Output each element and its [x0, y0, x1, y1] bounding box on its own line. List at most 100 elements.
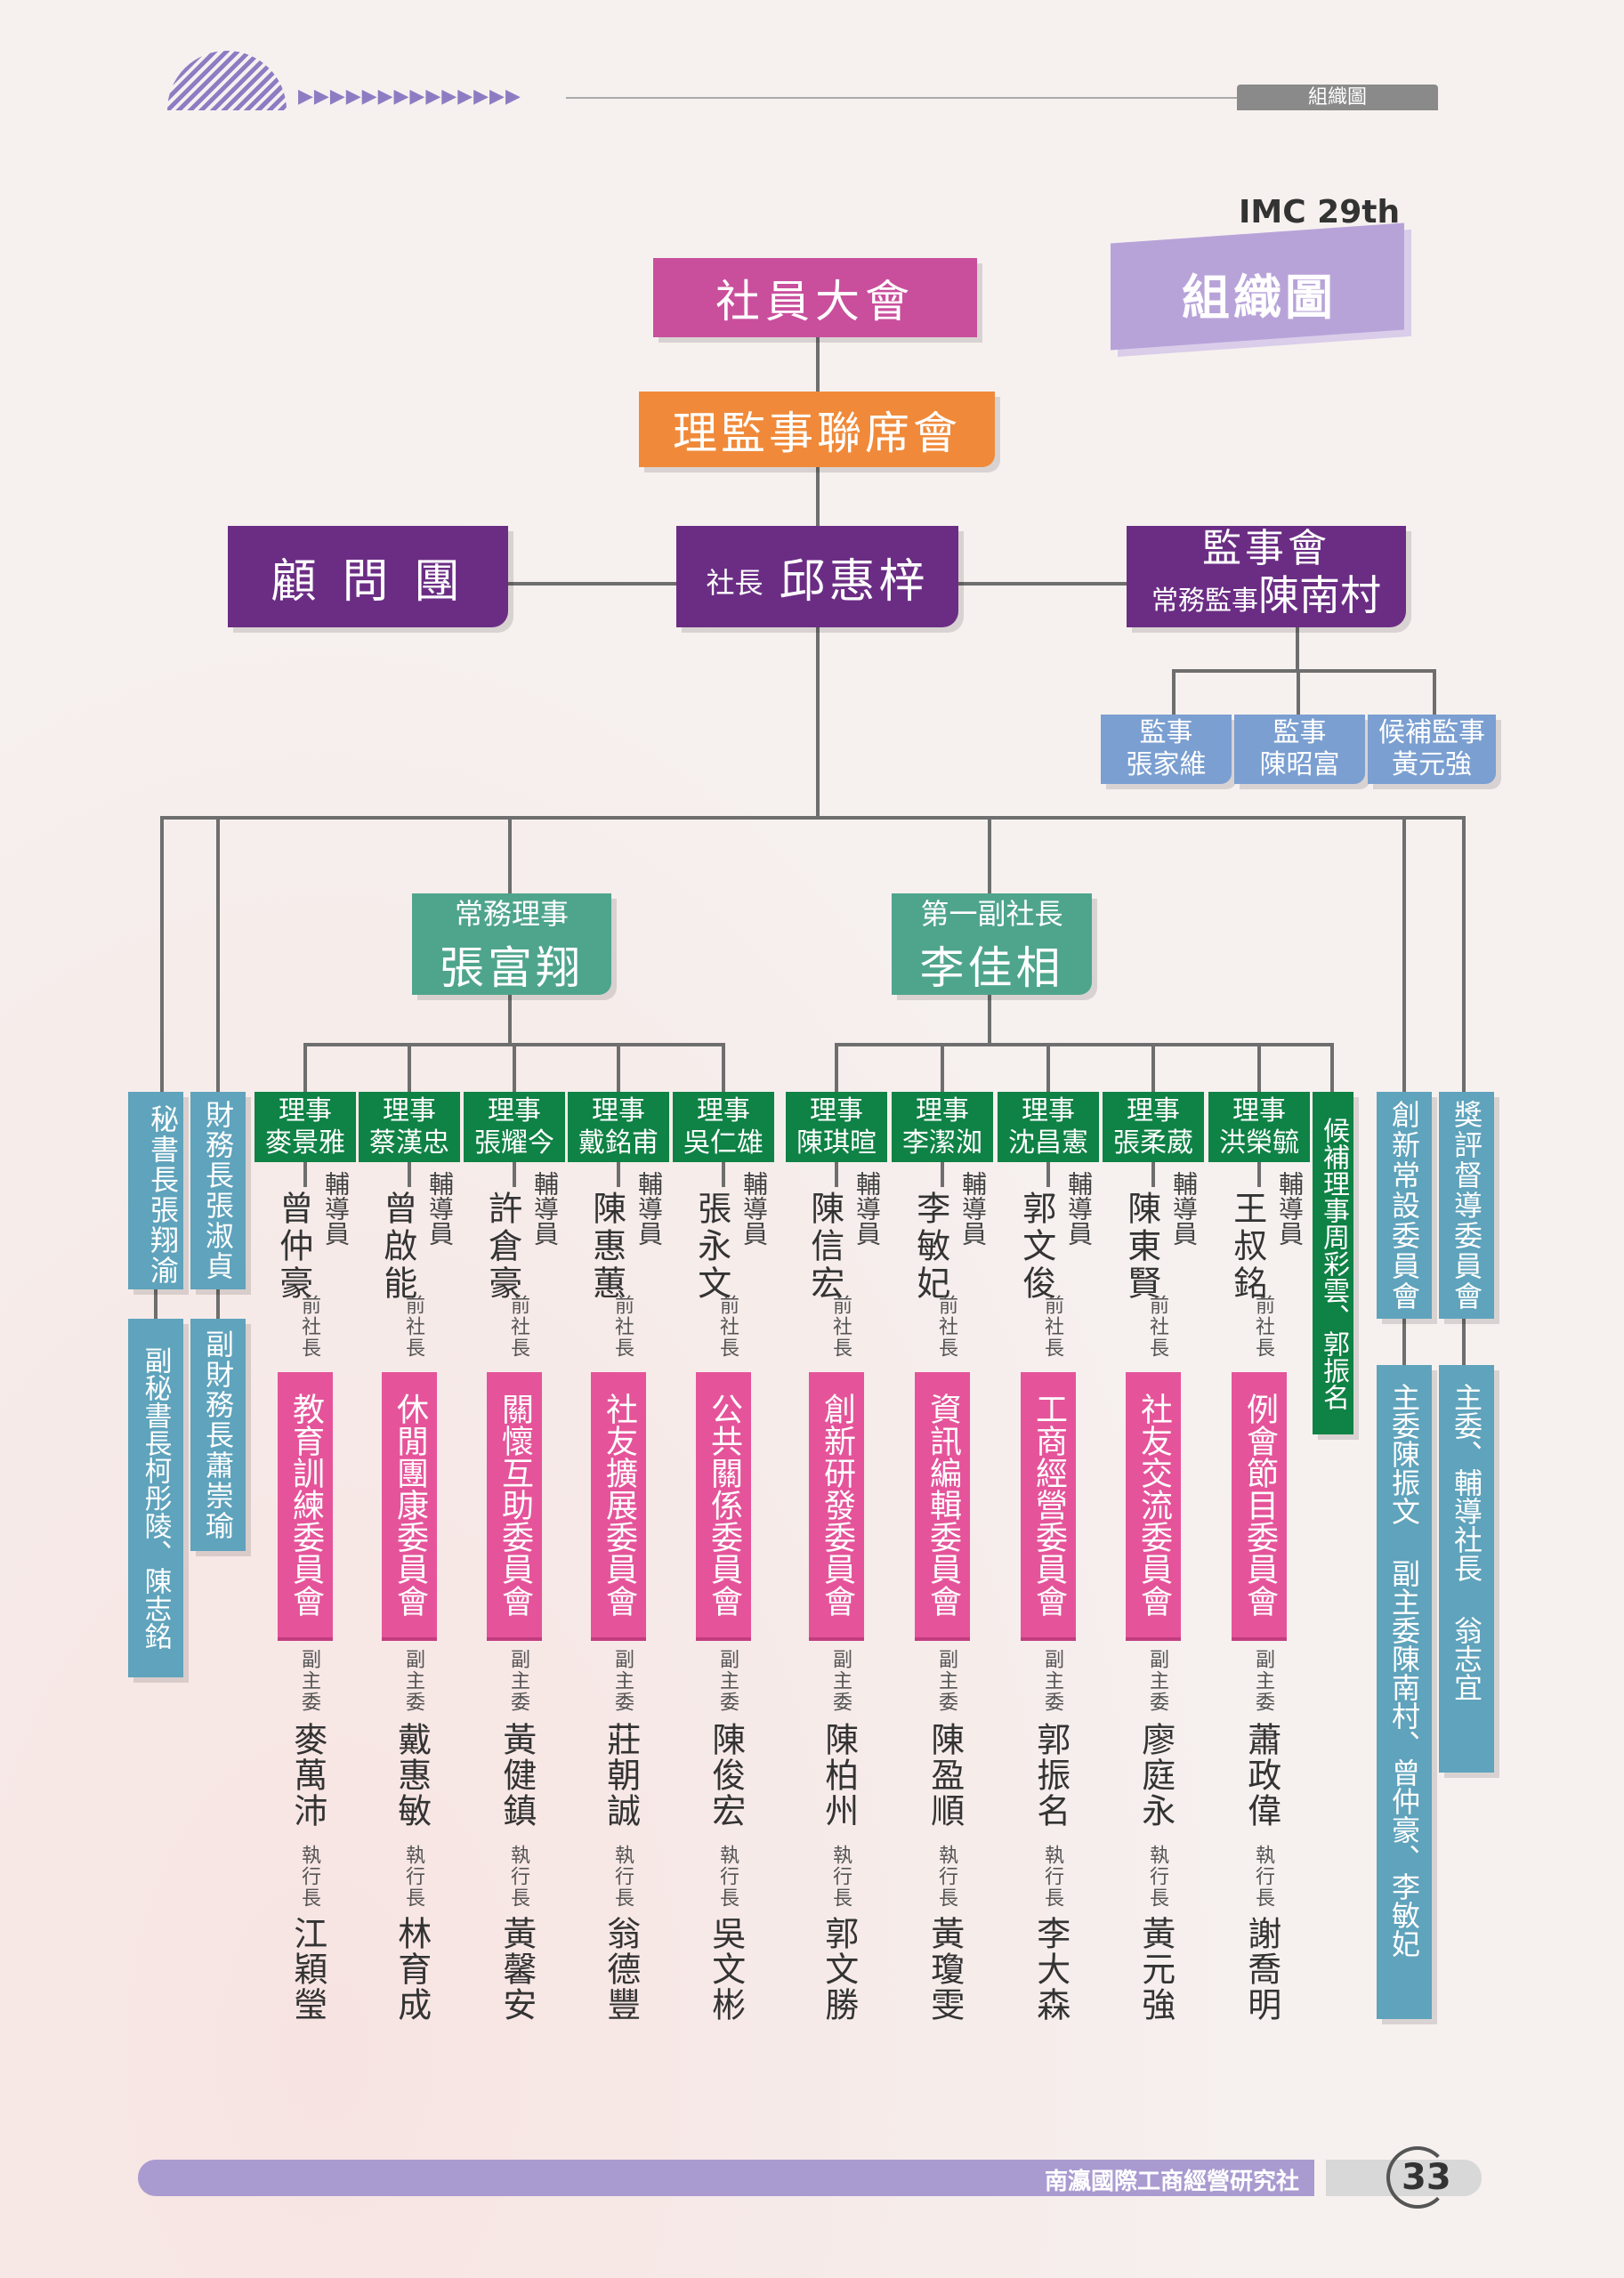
- connector: [722, 1162, 725, 1187]
- ceo-name: 黃元強: [1135, 1916, 1176, 2023]
- connector: [1172, 669, 1436, 673]
- past-president-label: 前社長: [1252, 1295, 1274, 1359]
- advisor-label: 輔導員: [1064, 1171, 1094, 1246]
- director-title: 理事: [383, 1095, 436, 1127]
- director-box: 理事李潔洳: [892, 1092, 993, 1162]
- connector: [1402, 1319, 1406, 1365]
- alternate-directors-box: 候補理事周彩雲、郭振名: [1313, 1092, 1353, 1434]
- advisor-label: 輔導員: [1275, 1171, 1305, 1246]
- joint-board-box: 理監事聯席會: [639, 392, 995, 467]
- standing-director-title: 常務理事: [454, 897, 569, 931]
- ceo-name: 翁德豐: [601, 1916, 641, 2023]
- vice-chair-label: 副主委: [298, 1649, 320, 1713]
- vice-chair-label: 副主委: [1252, 1649, 1274, 1713]
- director-name: 李潔洳: [902, 1127, 982, 1159]
- supervisors-board-label: 監事會: [1202, 525, 1330, 571]
- advisor-label: 輔導員: [1169, 1171, 1199, 1246]
- connector: [1046, 1045, 1050, 1092]
- connector: [303, 1162, 307, 1187]
- vice-chair-name: 蕭政偉: [1241, 1722, 1281, 1829]
- vice-chair-label: 副主委: [402, 1649, 424, 1713]
- past-president-label: 前社長: [402, 1295, 424, 1359]
- advisor-name: 郭文俊: [1016, 1191, 1056, 1303]
- connector: [1297, 669, 1300, 715]
- director-box: 理事陳琪暄: [786, 1092, 887, 1162]
- director-title: 理事: [1022, 1095, 1075, 1127]
- advisor-name: 王叔銘: [1227, 1191, 1267, 1303]
- director-name: 戴銘甫: [578, 1127, 658, 1159]
- header-arrows: ▶▶▶▶▶▶▶▶▶▶▶▶▶▶: [298, 85, 521, 108]
- connector: [1257, 1045, 1261, 1092]
- ceo-name: 黃馨安: [497, 1916, 537, 2023]
- page-number-circle-icon: [1386, 2146, 1449, 2209]
- connector: [988, 816, 991, 896]
- ceo-label: 執行長: [716, 1845, 739, 1909]
- first-vp-title: 第一副社長: [920, 897, 1063, 931]
- connector: [617, 1162, 620, 1187]
- connector: [1462, 816, 1466, 1092]
- ceo-name: 江穎瑩: [287, 1916, 327, 2023]
- supervisors-board-box: 監事會 常務監事陳南村: [1127, 526, 1406, 627]
- director-title: 理事: [916, 1095, 969, 1127]
- past-president-label: 前社長: [935, 1295, 957, 1359]
- advisor-label: 輔導員: [425, 1171, 455, 1246]
- vice-chair-name: 郭振名: [1030, 1722, 1071, 1829]
- ceo-label: 執行長: [935, 1845, 957, 1909]
- alternate-supervisor-box: 候補監事黃元強: [1368, 715, 1496, 784]
- director-box: 理事洪榮毓: [1208, 1092, 1310, 1162]
- ceo-name: 林育成: [392, 1916, 432, 2023]
- vice-chair-name: 黃健鎮: [497, 1722, 537, 1829]
- general-assembly-box: 社員大會: [653, 258, 977, 337]
- vice-chair-label: 副主委: [716, 1649, 739, 1713]
- committee-box: 例會節目委員會: [1232, 1372, 1287, 1641]
- first-vp-box: 第一副社長 李佳相: [892, 893, 1092, 995]
- director-title: 理事: [697, 1095, 750, 1127]
- page-number: 33: [1402, 2157, 1451, 2198]
- committee-box: 社友擴展委員會: [591, 1372, 646, 1641]
- vice-chair-label: 副主委: [1041, 1649, 1063, 1713]
- director-name: 陳琪暄: [796, 1127, 877, 1159]
- vice-chair-label: 副主委: [935, 1649, 957, 1713]
- director-name: 洪榮毓: [1219, 1127, 1299, 1159]
- connector: [408, 1045, 411, 1092]
- past-president-label: 前社長: [298, 1295, 320, 1359]
- vice-chair-name: 戴惠敏: [392, 1722, 432, 1829]
- connector: [1402, 816, 1406, 1092]
- connector: [216, 1289, 220, 1319]
- committee-box: 公共關係委員會: [696, 1372, 751, 1641]
- ceo-name: 李大森: [1030, 1916, 1071, 2023]
- innovation-committee-box: 創新常設委員會: [1377, 1092, 1432, 1319]
- advisor-name: 曾仲豪: [273, 1191, 313, 1303]
- connector: [508, 816, 512, 896]
- past-president-label: 前社長: [1146, 1295, 1168, 1359]
- connector: [513, 1045, 516, 1092]
- past-president-label: 前社長: [507, 1295, 529, 1359]
- director-box: 理事沈昌憲: [998, 1092, 1099, 1162]
- supervisor-box: 監事張家維: [1101, 715, 1232, 784]
- advisor-label: 輔導員: [739, 1171, 769, 1246]
- advisor-label: 輔導員: [958, 1171, 988, 1246]
- connector: [835, 1045, 838, 1092]
- vice-chair-name: 陳俊宏: [706, 1722, 746, 1829]
- connector: [1151, 1162, 1155, 1187]
- director-box: 理事蔡漢忠: [359, 1092, 460, 1162]
- director-name: 張柔葳: [1113, 1127, 1193, 1159]
- director-title: 理事: [592, 1095, 645, 1127]
- past-president-label: 前社長: [1041, 1295, 1063, 1359]
- director-name: 沈昌憲: [1008, 1127, 1088, 1159]
- director-title: 理事: [810, 1095, 863, 1127]
- connector: [1296, 627, 1299, 671]
- ceo-label: 執行長: [507, 1845, 529, 1909]
- connector: [303, 1045, 307, 1092]
- connector: [722, 1045, 725, 1092]
- director-box: 理事吳仁雄: [673, 1092, 774, 1162]
- deputy-treasurer-box: 副財務長蕭崇瑜: [190, 1319, 246, 1551]
- advisor-label: 輔導員: [321, 1171, 351, 1246]
- connector: [508, 995, 512, 1045]
- director-box: 理事戴銘甫: [568, 1092, 669, 1162]
- connector: [1257, 1162, 1261, 1187]
- director-name: 張耀今: [474, 1127, 554, 1159]
- supervisor-name: 陳昭富: [1259, 749, 1340, 780]
- connector: [1046, 1162, 1050, 1187]
- past-president-label: 前社長: [611, 1295, 634, 1359]
